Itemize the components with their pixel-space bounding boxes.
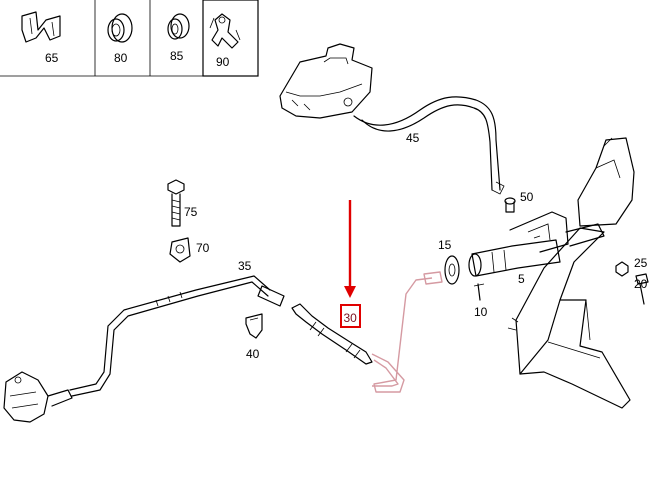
part-50-fitting[interactable] <box>504 197 516 213</box>
label-10: 10 <box>474 305 488 319</box>
part-65-clip[interactable] <box>21 11 61 43</box>
master-cylinder-5[interactable] <box>468 211 605 277</box>
part-80-grommet[interactable] <box>107 13 133 43</box>
label-30[interactable]: 30 <box>344 311 358 325</box>
part-20-bolt[interactable] <box>635 273 649 305</box>
clutch-pedal-assembly[interactable] <box>507 137 635 409</box>
label-40: 40 <box>246 347 260 361</box>
label-25: 25 <box>634 256 648 270</box>
part-10-pin[interactable] <box>473 283 485 301</box>
label-65: 65 <box>45 51 59 65</box>
part-70-bracket[interactable] <box>169 237 191 263</box>
label-15: 15 <box>438 238 452 252</box>
part-75-bolt[interactable] <box>167 179 185 227</box>
label-70: 70 <box>196 241 210 255</box>
hose-45[interactable] <box>353 96 505 195</box>
highlight-box-30 <box>340 304 361 328</box>
part-40-clip[interactable] <box>245 313 263 339</box>
label-50: 50 <box>520 190 534 204</box>
slave-cylinder[interactable] <box>3 371 73 423</box>
label-75: 75 <box>184 205 198 219</box>
hose-30[interactable] <box>291 303 373 365</box>
label-45: 45 <box>406 131 420 145</box>
part-25-nut[interactable] <box>615 261 629 277</box>
label-35: 35 <box>238 259 252 273</box>
label-90: 90 <box>216 55 230 69</box>
inset-parts-table: 65 80 85 90 <box>0 0 259 77</box>
label-20: 20 <box>634 277 648 291</box>
part-90-bracket[interactable] <box>209 13 241 49</box>
label-80: 80 <box>114 51 128 65</box>
part-15-seal[interactable] <box>444 255 460 285</box>
hydraulic-pipe-35[interactable] <box>69 275 285 397</box>
part-85-grommet[interactable] <box>167 13 190 40</box>
highlight-arrow <box>344 200 356 298</box>
brake-fluid-reservoir[interactable] <box>279 43 373 119</box>
label-85: 85 <box>170 49 184 63</box>
part-90-frame <box>202 0 259 77</box>
pink-pipe-to-master-cylinder[interactable] <box>371 271 443 393</box>
label-5: 5 <box>518 272 525 286</box>
